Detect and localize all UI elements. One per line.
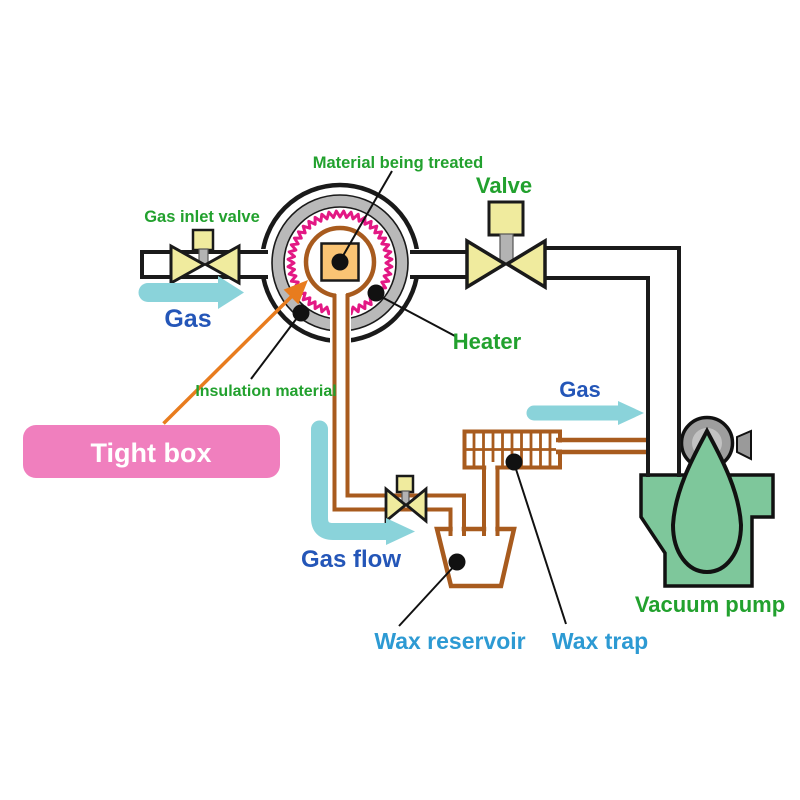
pump-handle [736,429,752,461]
dot-heater [367,284,385,302]
gas-flow-arrowhead [386,518,415,545]
inlet-valve-left-wing [169,243,208,286]
wax-reservoir [434,526,517,589]
leader-insulation [250,313,301,380]
label-gas-inlet-valve: Gas inlet valve [144,208,260,226]
flow-arrows [138,276,644,545]
label-tight-box: Tight box [91,438,212,468]
leader-dots [292,253,523,571]
label-wax-reservoir: Wax reservoir [374,628,525,654]
leader-wax-reservoir [398,562,458,627]
gas-inlet-arrowhead [218,276,244,309]
main-valve-left-wing [465,237,509,291]
label-vacuum-pump: Vacuum pump [635,592,785,617]
pump-rotor [670,426,744,575]
label-insulation-material: Insulation material [195,383,336,400]
orange-pointer-arrow [162,280,308,425]
leader-material [339,170,393,262]
tight-box-callout [23,425,280,478]
gas-inlet-valve [169,228,241,286]
label-material-being-treated: Material being treated [313,154,484,172]
vacuum-line-outer [545,246,681,477]
main-valve-right-wing [503,237,547,291]
leader-wax-trap [513,462,567,625]
dot-material [331,253,349,271]
inlet-valve-right-wing [202,243,241,286]
label-valve: Valve [476,173,532,198]
label-wax-trap: Wax trap [552,628,648,654]
reservoir-valve-left-wing [384,486,408,524]
main-valve [465,200,547,291]
gas-flow-elbow-arrow [311,420,415,545]
gas-pipework [140,246,681,477]
leader-lines [250,170,567,627]
dot-wax-reservoir [448,553,466,571]
gas-outlet-arrowhead [618,401,644,425]
leader-heater [375,293,456,337]
dot-wax-trap [505,453,523,471]
label-heater: Heater [453,329,522,354]
label-gas-in: Gas [164,305,211,333]
gas-outlet-arrow [526,401,644,425]
label-gas-out: Gas [559,377,601,402]
main-valve-stem [499,233,514,265]
reservoir-valve-handle [395,474,415,494]
reservoir-valve [384,474,428,524]
main-valve-handle [487,200,525,237]
inlet-valve-handle [191,228,215,252]
label-gas-flow: Gas flow [301,546,401,573]
vacuum-line-inner [545,276,650,477]
dot-insulation [292,304,310,322]
orange-arrowhead [283,280,308,305]
gas-inlet-arrow [138,276,244,309]
reservoir-valve-right-wing [404,486,428,524]
